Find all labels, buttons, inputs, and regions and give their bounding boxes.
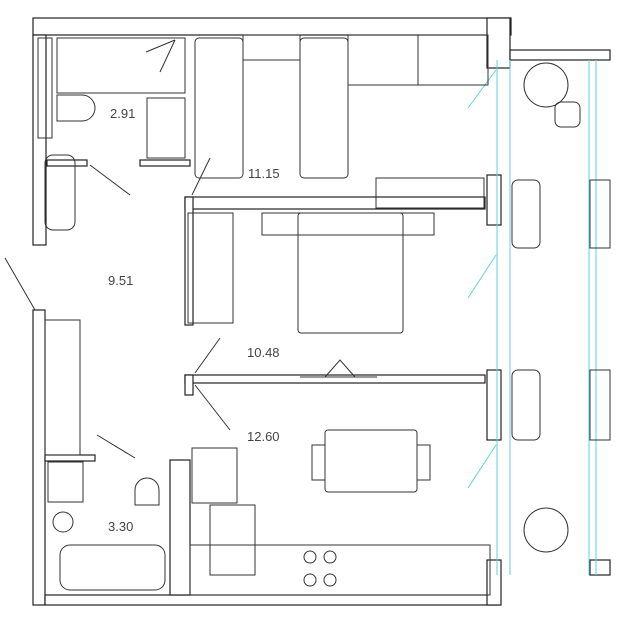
bedroom-1-furniture — [44, 34, 489, 324]
balcony-glazing — [467, 60, 597, 575]
bathroom-2-fixtures — [44, 319, 166, 591]
room-area-bathroom-2: 3.30 — [108, 519, 133, 534]
walls — [32, 17, 611, 606]
room-area-hallway: 9.51 — [108, 273, 133, 288]
bedroom-2-furniture — [261, 62, 611, 441]
room-area-bedroom-2: 10.48 — [247, 345, 280, 360]
kitchen-furniture — [189, 429, 569, 596]
bathroom-1-fixtures — [37, 37, 186, 159]
room-area-bathroom-1: 2.91 — [110, 106, 135, 121]
room-area-bedroom-1: 11.15 — [248, 166, 280, 181]
room-area-kitchen: 12.60 — [247, 429, 280, 444]
doors — [4, 157, 377, 459]
